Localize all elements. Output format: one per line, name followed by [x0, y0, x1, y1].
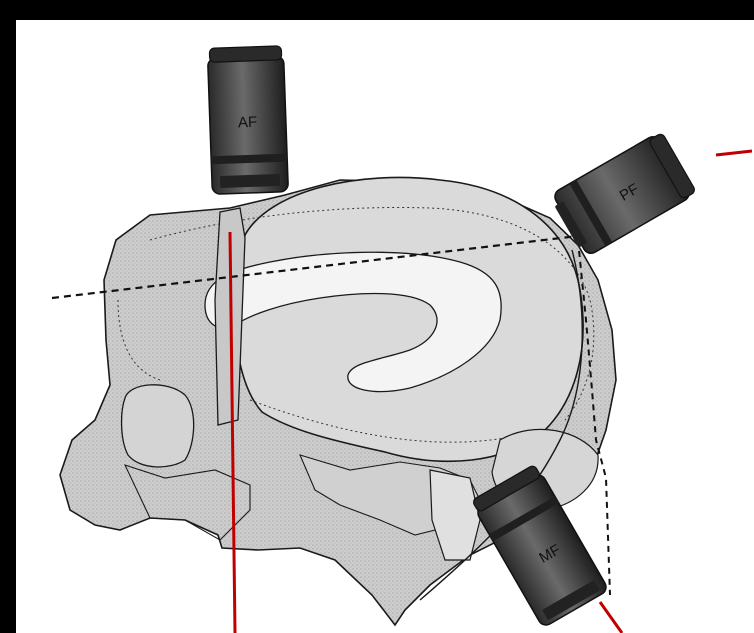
- endoscope-camera-icon: AF: [207, 46, 288, 195]
- orbit: [122, 385, 194, 467]
- brain-hemisphere: [235, 177, 583, 461]
- camera-label-af: AF: [238, 114, 258, 132]
